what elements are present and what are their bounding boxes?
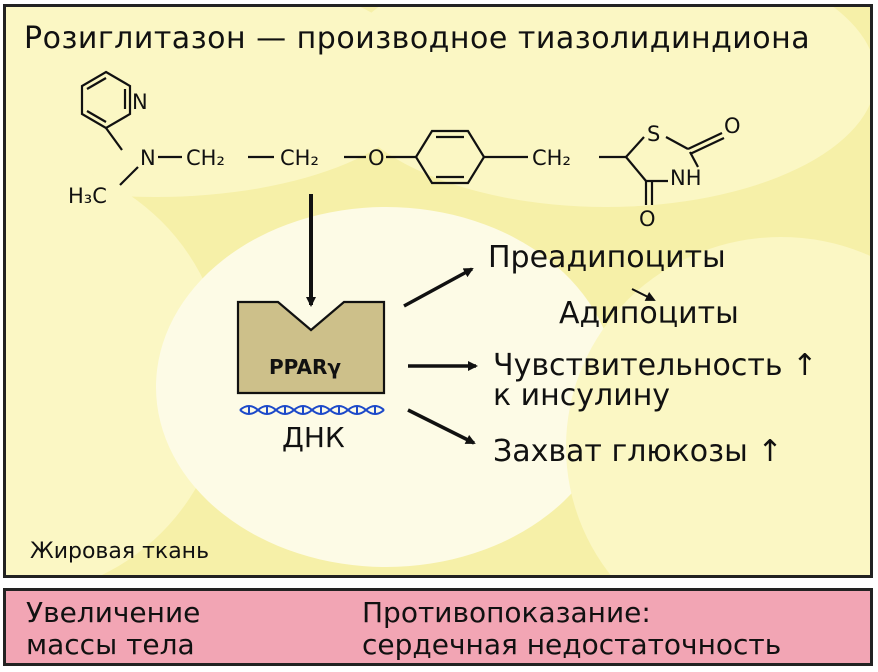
- sulfur-label: S: [647, 122, 660, 146]
- side-effects-panel: Увеличение массы тела Противопоказание: …: [3, 588, 873, 666]
- dna-helix: [239, 405, 385, 415]
- rosiglitazone-structure: N N CH₂ CH₂ O CH₂ H₃C S O NH O: [68, 70, 741, 445]
- effect-insulin-sensitivity-line2: к инсулину: [493, 378, 671, 413]
- methylene-1-label: CH₂: [186, 146, 225, 170]
- carbonyl-oxygen-top-label: O: [724, 114, 741, 138]
- ppar-gamma-receptor: [236, 300, 386, 395]
- page-title: Розиглитазон — производное тиазолидиндио…: [24, 21, 811, 56]
- weight-gain-line2: массы тела: [26, 628, 195, 661]
- pyridine-nitrogen-label: N: [132, 90, 148, 114]
- adipose-tissue-panel: Розиглитазон — производное тиазолидиндио…: [3, 4, 873, 578]
- effect-preadipocytes: Преадипоциты: [488, 240, 726, 275]
- benzene-ring: [414, 129, 486, 185]
- carbonyl-oxygen-bottom-label: O: [639, 207, 656, 231]
- amine-nitrogen-label: N: [140, 146, 156, 170]
- effect-glucose-uptake: Захват глюкозы ↑: [493, 437, 782, 467]
- contraindication-line1: Противопоказание:: [362, 596, 651, 629]
- effect-adipocytes: Адипоциты: [559, 296, 739, 331]
- effect-glucose-uptake-label: Захват глюкозы: [493, 434, 748, 469]
- methylene-2-label: CH₂: [280, 146, 319, 170]
- contraindication-line2: сердечная недостаточность: [362, 628, 782, 661]
- receptor-label: PPARγ: [269, 355, 341, 379]
- increase-arrow-icon: ↑: [792, 348, 818, 383]
- methylene-3-label: CH₂: [532, 146, 571, 170]
- effect-insulin-sensitivity-line1: Чувствительность: [493, 348, 783, 383]
- imide-nh-label: NH: [670, 166, 702, 190]
- pyridine-ring: [80, 70, 132, 130]
- dna-label: ДНК: [282, 421, 345, 454]
- target-cell: [156, 207, 616, 567]
- weight-gain-line1: Увеличение: [26, 596, 201, 629]
- increase-arrow-icon: ↑: [757, 434, 783, 469]
- ether-oxygen-label: O: [368, 146, 385, 170]
- tissue-label: Жировая ткань: [30, 539, 210, 564]
- methyl-label: H₃C: [68, 184, 107, 208]
- effect-insulin-sensitivity: Чувствительность ↑: [493, 351, 817, 381]
